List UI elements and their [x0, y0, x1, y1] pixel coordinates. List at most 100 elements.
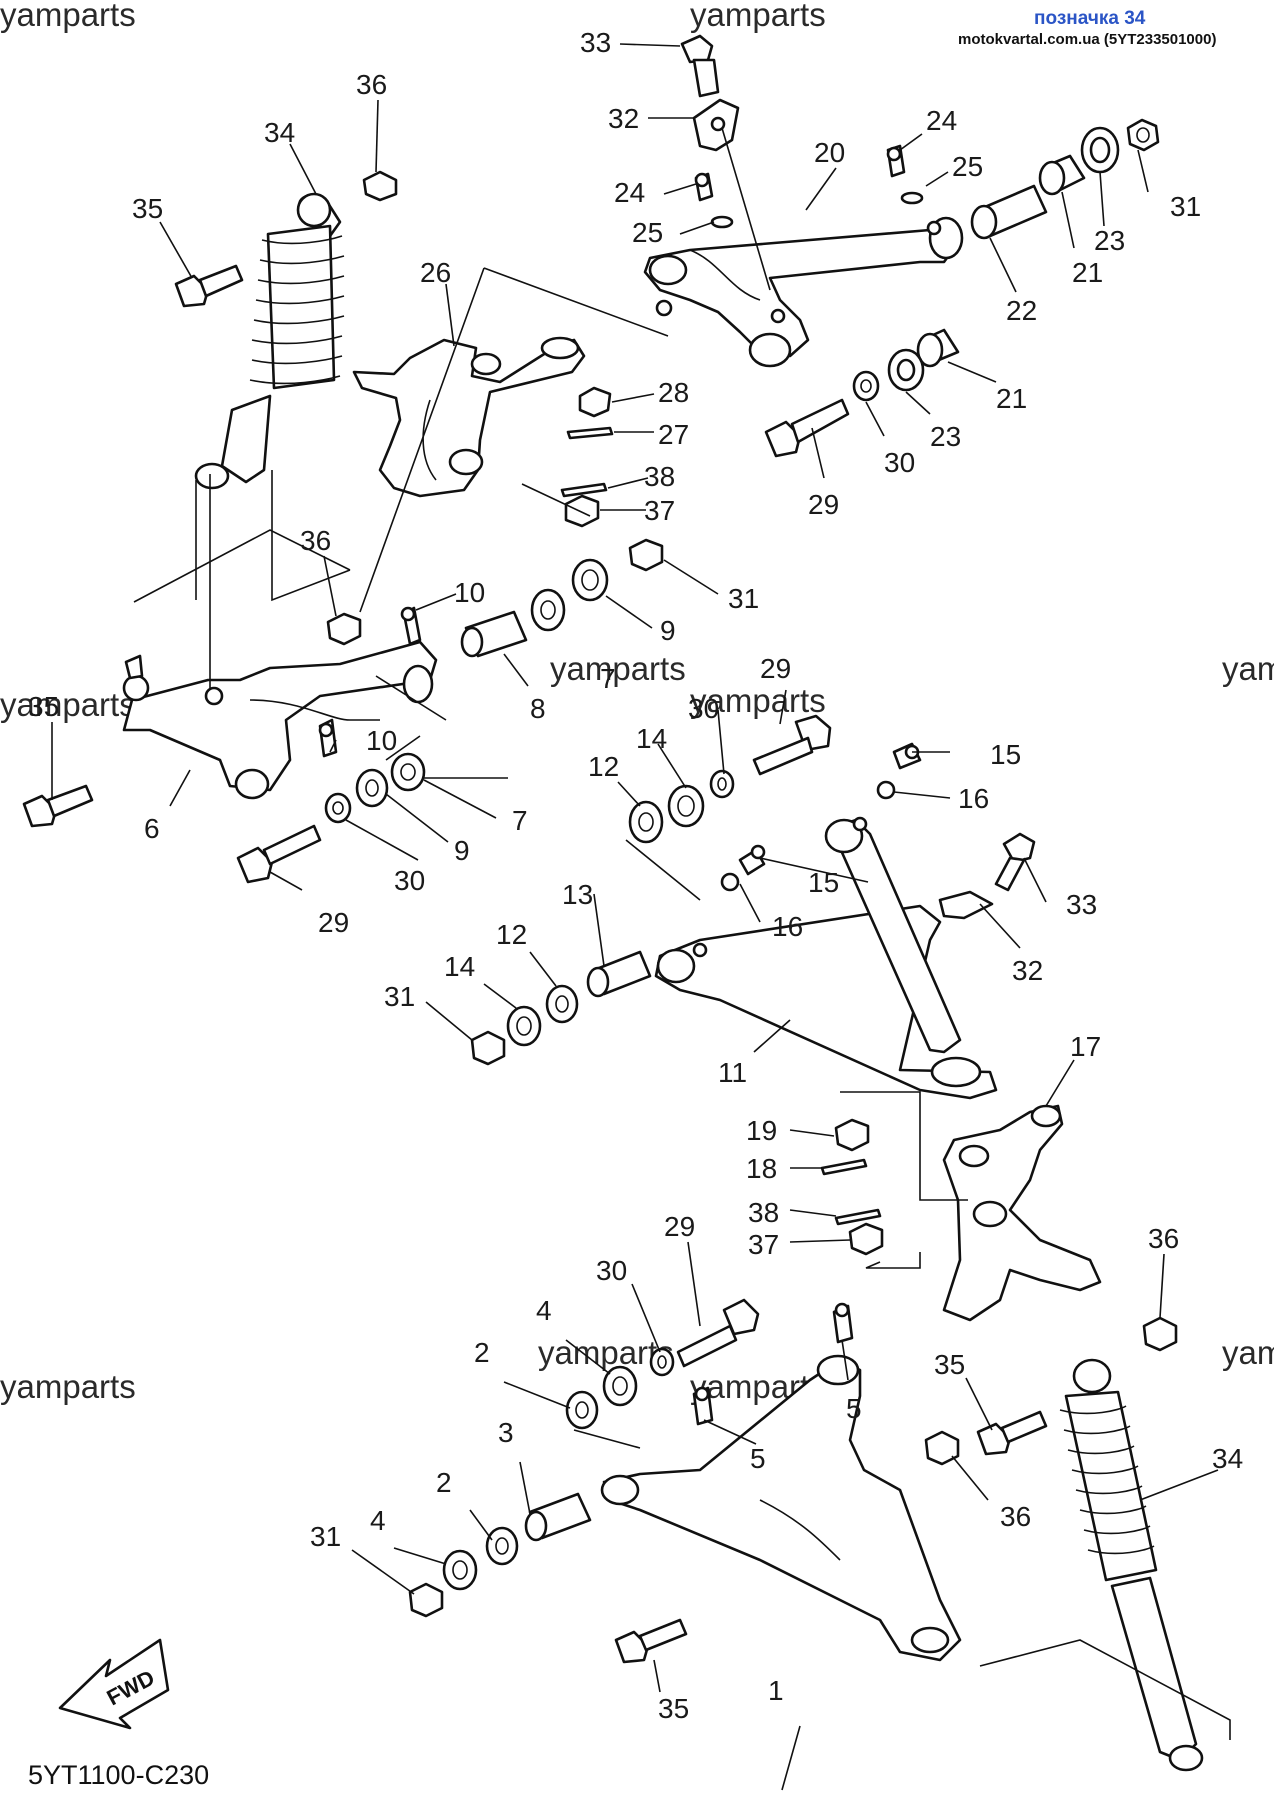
watermark-text: yamparts [0, 0, 136, 33]
bushing-2-upper [565, 1390, 599, 1430]
callouts: 33 32 20 24 25 24 25 31 23 21 22 21 23 3… [28, 27, 1243, 1724]
washer-30-lower [649, 1347, 675, 1377]
bracket-32-top [692, 98, 740, 152]
callout-16: 16 [958, 783, 989, 814]
callout-20: 20 [814, 137, 845, 168]
callout-2: 2 [436, 1467, 452, 1498]
castle-nut-37-top [564, 494, 600, 528]
watermark-text: yamparts [690, 682, 826, 719]
callout-31: 31 [728, 583, 759, 614]
callout-34: 34 [264, 117, 295, 148]
oil-seal-4-lower [442, 1549, 478, 1591]
collar-3 [524, 1492, 592, 1542]
callout-19: 19 [746, 1115, 777, 1146]
bolt-35-upper-left [174, 264, 244, 308]
bushing-12-lower [545, 984, 579, 1024]
callout-18: 18 [746, 1153, 777, 1184]
washer-25-right [900, 191, 924, 205]
bolt-29-mid-left [236, 824, 322, 884]
fwd-arrow: FWD [58, 1638, 170, 1730]
leader-lines [51, 43, 1219, 1791]
bushing-12-upper [628, 800, 664, 844]
callout-6: 6 [144, 813, 160, 844]
watermarks: yamparts yamparts yamparts yamparts yamp… [0, 0, 1274, 1405]
nut-36-right [1142, 1316, 1178, 1352]
grease-fitting-24-left [694, 172, 714, 202]
bolt-29-center [752, 714, 832, 776]
callout-8: 8 [530, 693, 546, 724]
watermark-text: yamparts [1222, 650, 1274, 687]
bolt-33-center [994, 832, 1036, 892]
washer-30-top [852, 370, 880, 402]
nut-36-mid-left [326, 612, 362, 646]
watermark-text: yamparts [0, 686, 136, 723]
watermark-text: yamparts [550, 650, 686, 687]
callout-7: 7 [512, 805, 528, 836]
callout-13: 13 [562, 879, 593, 910]
callout-30: 30 [596, 1255, 627, 1286]
callout-35: 35 [28, 691, 59, 722]
callout-14: 14 [636, 723, 667, 754]
washer-30-mid-left [324, 792, 352, 824]
callout-29: 29 [808, 489, 839, 520]
bolt-29-top [764, 398, 850, 458]
bushing-7-lower [390, 752, 426, 792]
callout-26: 26 [420, 257, 451, 288]
lower-arm-1 [600, 1354, 962, 1662]
oil-seal-9-lower [355, 768, 389, 808]
callout-31: 31 [384, 981, 415, 1012]
callout-12: 12 [496, 919, 527, 950]
callout-37: 37 [644, 495, 675, 526]
bolt-35-mid-left [22, 784, 94, 828]
nut-31-lower [408, 1582, 444, 1618]
callout-31: 31 [1170, 191, 1201, 222]
callout-29: 29 [760, 653, 791, 684]
cotter-pin-38-top [560, 482, 608, 498]
upper-arm-right-20 [643, 216, 964, 368]
bolt-29-lower [676, 1298, 760, 1368]
bolt-35-right [976, 1410, 1048, 1456]
collar-13 [586, 950, 652, 998]
bushing-21-top [1038, 154, 1086, 196]
callout-37: 37 [748, 1229, 779, 1260]
washer-25-left [710, 215, 734, 229]
watermark-text: yamparts [1222, 1334, 1274, 1371]
callout-10: 10 [366, 725, 397, 756]
callout-33: 33 [580, 27, 611, 58]
nut-36-lower-center [924, 1430, 960, 1466]
cotter-pin-18 [820, 1158, 868, 1176]
washer-16-upper [876, 780, 896, 800]
shock-absorber-34-right [1059, 1358, 1204, 1772]
callout-24: 24 [614, 177, 645, 208]
callout-12: 12 [588, 751, 619, 782]
oil-seal-9-upper [571, 558, 609, 602]
callout-22: 22 [1006, 295, 1037, 326]
grease-fitting-5-lower [692, 1386, 714, 1426]
callout-38: 38 [748, 1197, 779, 1228]
washer-16-lower [720, 872, 740, 892]
watermark-text: yamparts [690, 0, 826, 33]
knuckle-17 [942, 1104, 1102, 1322]
nut-31-center [470, 1030, 506, 1066]
callout-17: 17 [1070, 1031, 1101, 1062]
cotter-pin-27 [566, 426, 614, 440]
callout-32: 32 [1012, 955, 1043, 986]
callout-32: 32 [608, 103, 639, 134]
callout-5: 5 [846, 1393, 862, 1424]
castle-nut-19 [834, 1118, 870, 1152]
shock-absorber-34-left [194, 192, 345, 490]
nut-31-mid [628, 538, 664, 572]
callout-9: 9 [454, 835, 470, 866]
callout-35: 35 [934, 1349, 965, 1380]
oil-seal-14-lower [506, 1005, 542, 1047]
oil-seal-14-upper [667, 784, 705, 828]
bolt-35-lower [614, 1618, 688, 1664]
grease-fitting-10-lower [318, 718, 338, 758]
callout-15: 15 [808, 867, 839, 898]
callout-7: 7 [600, 663, 616, 694]
callout-24: 24 [926, 105, 957, 136]
callout-16: 16 [772, 911, 803, 942]
callout-28: 28 [658, 377, 689, 408]
callout-4: 4 [536, 1295, 552, 1326]
bushing-21-bottom [916, 328, 960, 368]
